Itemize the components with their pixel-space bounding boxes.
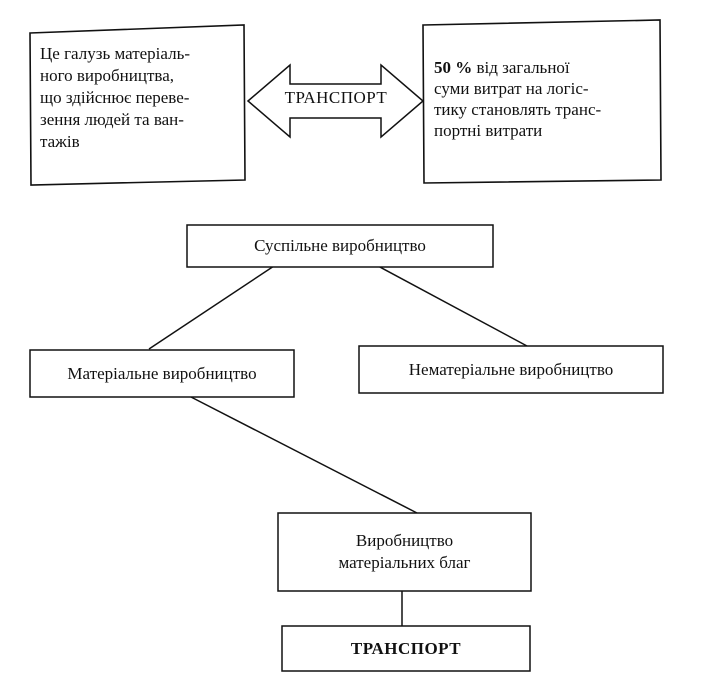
double-arrow-label: ТРАНСПОРТ	[284, 88, 388, 107]
nonmaterial-box	[358, 345, 664, 394]
right-statistic-box	[422, 19, 662, 184]
connector-material-to-goods	[190, 396, 418, 514]
statistic-description: від загальної суми витрат на логіс- тику…	[434, 58, 602, 140]
connector-root-to-material	[148, 265, 275, 350]
goods-box	[277, 512, 532, 592]
nonmaterial-label: Нематеріальне виробництво	[408, 359, 614, 379]
material-box	[29, 349, 295, 398]
double-arrow-shape	[246, 63, 425, 139]
root-box	[186, 224, 494, 268]
material-label: Матеріальне виробництво	[67, 363, 257, 383]
statistic-percent: 50 %	[434, 58, 473, 77]
left-definition-box	[29, 24, 246, 186]
root-label: Суспільне виробництво	[254, 236, 426, 255]
right-statistic-text: 50 % від загальної суми витрат на логіс-…	[434, 57, 664, 141]
left-definition-text: Це галузь матеріаль- ного виробництва, щ…	[40, 44, 190, 151]
transport-box	[281, 625, 531, 672]
connector-root-to-nonmaterial	[377, 265, 528, 347]
goods-label: Виробництво матеріальних благ	[338, 531, 471, 572]
transport-label: ТРАНСПОРТ	[350, 638, 462, 658]
